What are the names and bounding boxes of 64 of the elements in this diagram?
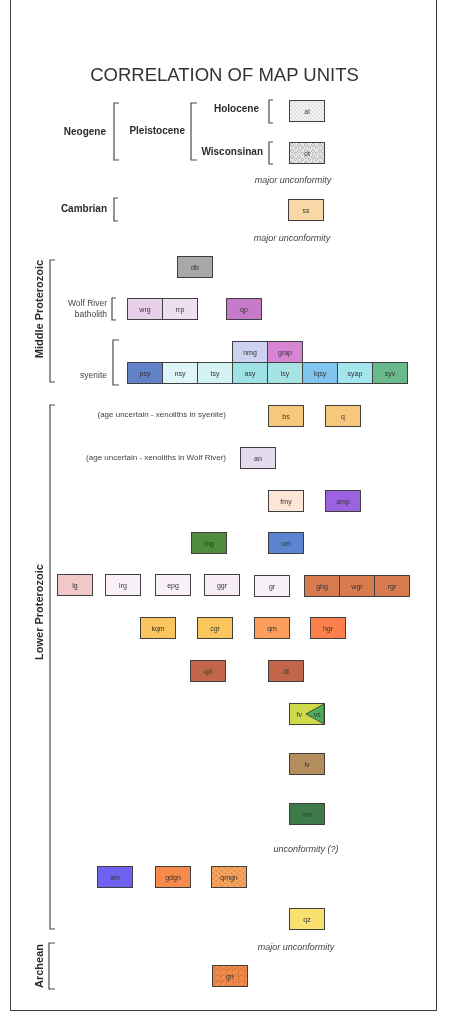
unconformity-note: major unconformity	[253, 232, 331, 244]
map-unit-box	[289, 100, 325, 122]
map-unit-box	[289, 803, 325, 825]
map-unit-box	[162, 298, 198, 320]
epoch-label: Holocene	[214, 103, 259, 115]
map-unit-box	[268, 660, 304, 682]
map-unit-box	[191, 532, 227, 554]
map-unit-box	[127, 362, 163, 384]
map-unit-box	[232, 341, 268, 363]
diagram-title: CORRELATION OF MAP UNITS	[90, 64, 359, 86]
age-note: (age uncertain - xenoliths in Wolf River)	[86, 453, 226, 463]
map-unit-box	[212, 965, 248, 987]
map-unit-box	[197, 362, 233, 384]
map-unit-box	[289, 703, 325, 725]
map-unit-box	[339, 575, 375, 597]
map-unit-box	[105, 574, 141, 596]
map-unit-box	[232, 362, 268, 384]
map-unit-box	[190, 660, 226, 682]
map-unit-box	[304, 575, 340, 597]
map-unit-box	[155, 574, 191, 596]
map-unit-box	[226, 298, 262, 320]
map-unit-box	[325, 490, 361, 512]
map-unit-box	[268, 490, 304, 512]
map-unit-box	[268, 405, 304, 427]
map-unit-box	[289, 908, 325, 930]
map-unit-box	[162, 362, 198, 384]
period-label: Neogene	[63, 126, 106, 138]
map-unit-box	[254, 617, 290, 639]
unconformity-note: major unconformity	[257, 941, 335, 953]
unconformity-note: major unconformity	[254, 174, 332, 186]
map-unit-box	[155, 866, 191, 888]
map-unit-box	[289, 753, 325, 775]
era-label: Lower Proterozoic	[33, 564, 47, 660]
map-unit-box	[372, 362, 408, 384]
map-unit-box	[140, 617, 176, 639]
map-unit-box	[289, 142, 325, 164]
map-unit-box	[267, 362, 303, 384]
map-unit-box	[268, 532, 304, 554]
map-unit-box	[211, 866, 247, 888]
map-unit-box	[204, 574, 240, 596]
period-label: Cambrian	[60, 203, 107, 215]
map-unit-box	[127, 298, 163, 320]
map-unit-box	[177, 256, 213, 278]
map-unit-box	[288, 199, 324, 221]
stage-label: Wisconsinan	[201, 146, 263, 158]
map-unit-box	[254, 575, 290, 597]
map-unit-box	[325, 405, 361, 427]
unconformity-note: unconformity (?)	[273, 843, 339, 855]
map-unit-triangle	[306, 704, 324, 724]
epoch-label: Pleistocene	[129, 125, 185, 137]
map-unit-box	[197, 617, 233, 639]
map-unit-box	[57, 574, 93, 596]
map-unit-box	[267, 341, 303, 363]
map-unit-box	[374, 575, 410, 597]
map-unit-box	[337, 362, 373, 384]
era-label: Middle Proterozoic	[33, 259, 47, 359]
map-unit-box	[97, 866, 133, 888]
map-unit-box	[310, 617, 346, 639]
map-unit-box	[302, 362, 338, 384]
age-note: (age uncertain - xenoliths in syenite)	[97, 410, 226, 420]
map-unit-box	[240, 447, 276, 469]
unit-group-label: Wolf River batholith	[66, 297, 107, 321]
era-label: Archean	[33, 944, 47, 988]
unit-group-label: syenite	[80, 369, 107, 381]
